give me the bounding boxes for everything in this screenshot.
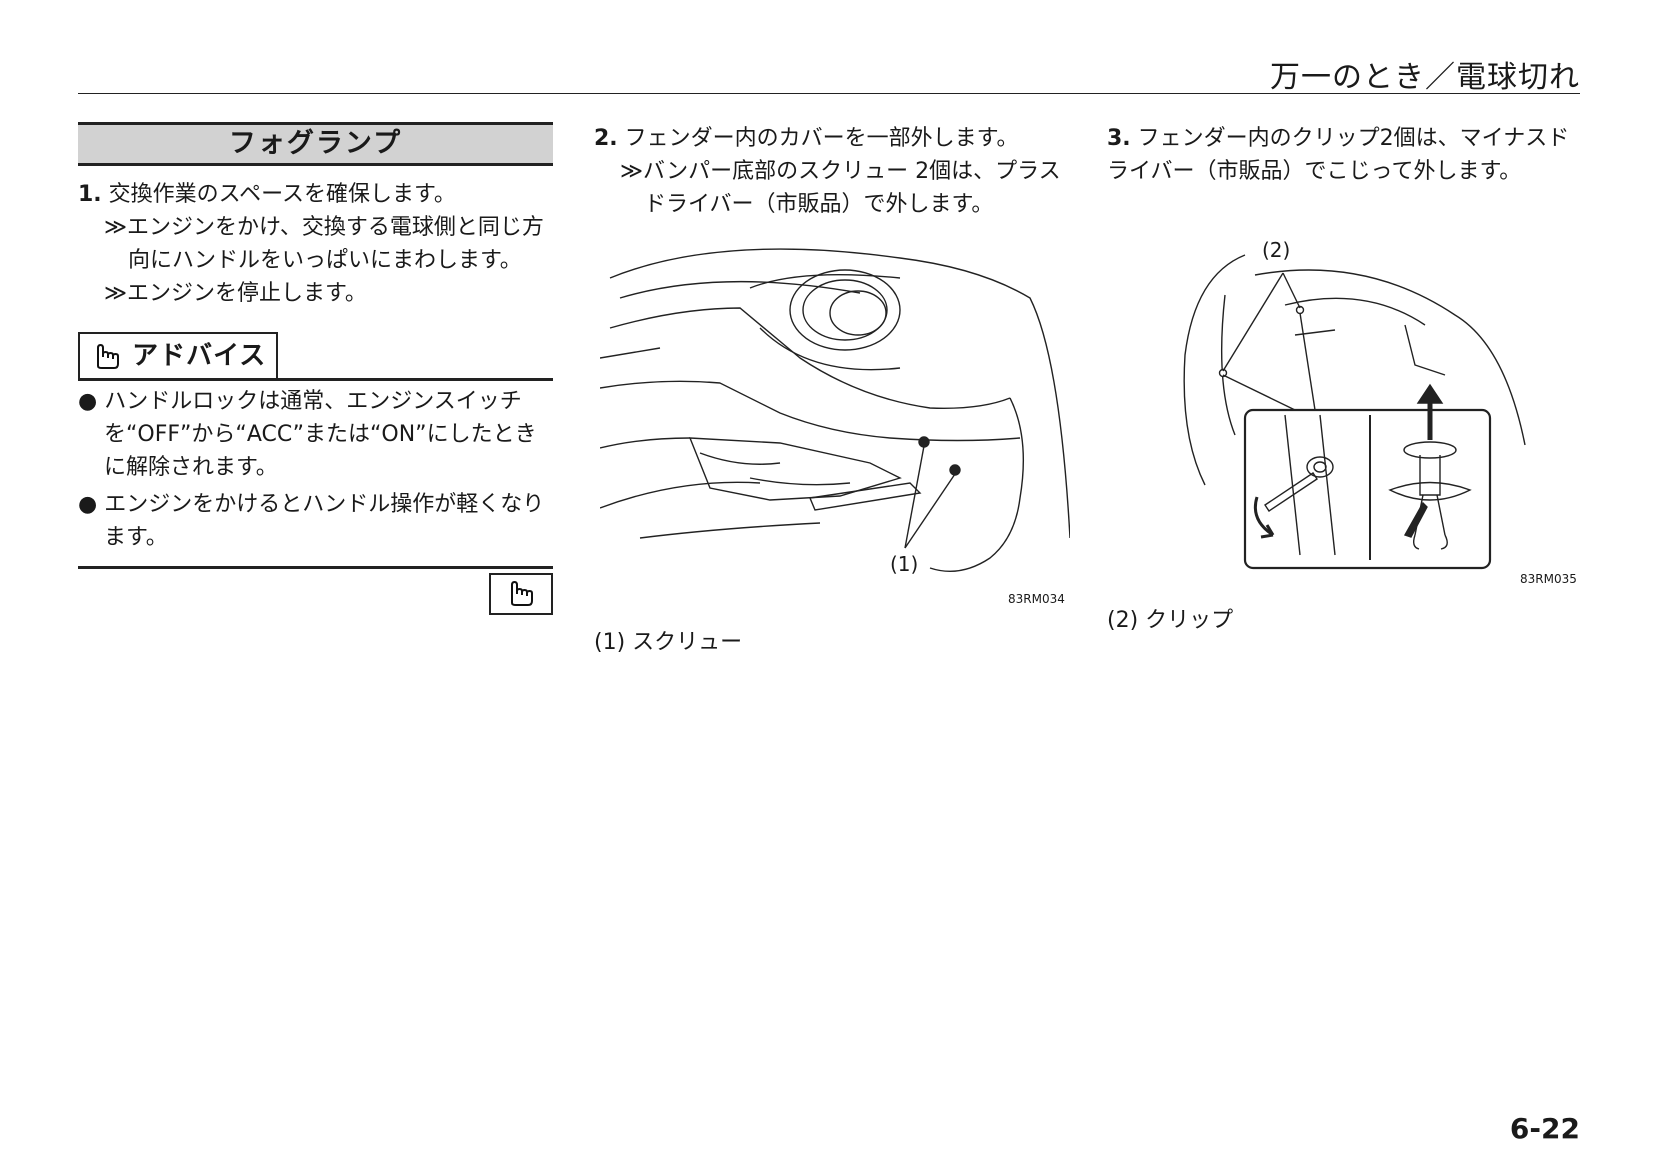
- fender-clip-illustration: [1183, 254, 1526, 570]
- bumper-screw-illustration: [600, 248, 1070, 573]
- right-column: 3. フェンダー内のクリップ2個は、マイナスドライバー（市販品）でこじって外しま…: [1107, 122, 1583, 188]
- advice-bullet-text: エンジンをかけるとハンドル操作が軽くなります。: [104, 492, 545, 550]
- clip-callout: (2): [1262, 238, 1291, 262]
- advice-heading: アドバイス: [78, 332, 279, 378]
- step-number: 1.: [78, 182, 102, 207]
- advice-rule: [78, 378, 553, 381]
- advice-end-mark: [489, 573, 553, 615]
- step-text: フェンダー内のクリップ2個は、マイナスドライバー（市販品）でこじって外します。: [1107, 126, 1570, 184]
- step-2-sub: ≫バンパー底部のスクリュー 2個は、プラスドライバー（市販品）で外します。: [620, 159, 1061, 217]
- step-3: 3. フェンダー内のクリップ2個は、マイナスドライバー（市販品）でこじって外しま…: [1107, 122, 1583, 188]
- pointing-hand-icon: [97, 343, 119, 369]
- step-2: 2. フェンダー内のカバーを一部外します。: [594, 122, 1069, 155]
- advice-end-rule: [78, 566, 553, 569]
- advice-bullet-text: ハンドルロックは通常、エンジンスイッチを“OFF”から“ACC”または“ON”に…: [104, 389, 537, 480]
- page-number: 6-22: [1509, 1112, 1580, 1145]
- step-1-sub-2: ≫エンジンを停止します。: [104, 281, 367, 306]
- step-1-sub-1: ≫エンジンをかけ、交換する電球側と同じ方向にハンドルをいっぱいにまわします。: [104, 215, 544, 273]
- step-text: フェンダー内のカバーを一部外します。: [624, 126, 1019, 151]
- step-text: 交換作業のスペースを確保します。: [108, 182, 456, 207]
- header-rule: [78, 93, 1580, 94]
- advice-bullet-1: ● ハンドルロックは通常、エンジンスイッチを“OFF”から“ACC”または“ON…: [78, 385, 553, 484]
- figure-caption: (2) クリップ: [1107, 608, 1234, 633]
- bullet-dot: ●: [78, 492, 105, 517]
- advice-end-mark-wrap: [78, 573, 553, 615]
- bullet-dot: ●: [78, 389, 105, 414]
- advice-label: アドバイス: [132, 341, 267, 371]
- section-title: フォグランプ: [78, 122, 553, 166]
- figure-code: 83RM034: [1008, 592, 1065, 606]
- figure-code: 83RM035: [1520, 572, 1577, 586]
- middle-column: 2. フェンダー内のカバーを一部外します。 ≫バンパー底部のスクリュー 2個は、…: [594, 122, 1069, 221]
- page-header-title: 万一のとき／電球切れ: [1270, 60, 1580, 95]
- left-column: フォグランプ 1. 交換作業のスペースを確保します。 ≫エンジンをかけ、交換する…: [78, 122, 553, 615]
- advice-bullet-2: ● エンジンをかけるとハンドル操作が軽くなります。: [78, 488, 553, 554]
- figure-caption: (1) スクリュー: [594, 630, 743, 655]
- screw-callout: (1): [890, 552, 919, 576]
- step-number: 3.: [1107, 126, 1131, 151]
- step-number: 2.: [594, 126, 618, 151]
- step-1: 1. 交換作業のスペースを確保します。: [78, 178, 553, 211]
- pointing-hand-icon: [511, 580, 533, 606]
